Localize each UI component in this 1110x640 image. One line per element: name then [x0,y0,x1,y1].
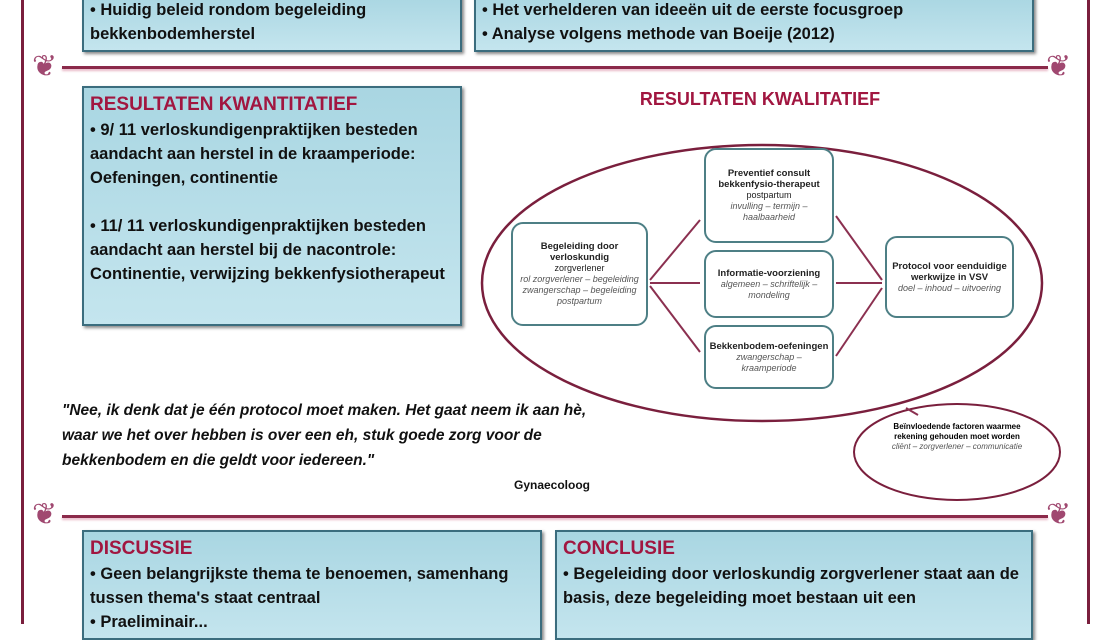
poster-border-left [21,0,24,624]
node-title: Protocol voor eenduidige werkwijze in VS… [892,260,1007,283]
kwantitatief-item: • 11/ 11 verloskundigenpraktijken bested… [90,217,445,283]
kwantitatief-title: RESULTATEN KWANTITATIEF [90,94,358,115]
node-protocol: Protocol voor eenduidige werkwijze in VS… [885,236,1014,318]
node-consult: Preventief consult bekkenfysio-therapeut… [704,148,834,243]
node-begeleiding: Begeleiding door verloskundig zorgverlen… [511,222,648,326]
conclusie-box: CONCLUSIE • Begeleiding door verloskundi… [555,530,1033,640]
arrows [649,215,919,416]
node-detail: algemeen – schriftelijk – mondeling [720,278,818,300]
poster-border-right [1087,0,1090,624]
ornament-icon: ❦ [32,49,58,84]
quote-text: "Nee, ik denk dat je één protocol moet m… [62,402,587,469]
node-title: Beïnvloedende factoren waarmee rekening … [893,422,1021,441]
divider [62,66,1048,69]
top-left-box: • Huidig beleid rondom begeleiding bekke… [82,0,462,52]
node-detail: invulling – termijn – haalbaarheid [730,201,808,222]
ornament-icon: ❦ [1046,497,1072,532]
node-sub: postpartum [746,190,792,200]
node-title: Informatie-voorziening [717,267,821,279]
top-right-box: • Het verhelderen van ideeën uit de eers… [474,0,1034,52]
quote-author: Gynaecoloog [513,478,590,492]
top-right-item: • Het verhelderen van ideeën uit de eers… [482,1,904,19]
factors-ellipse [853,403,1061,501]
kwantitatief-box: RESULTATEN KWANTITATIEF • 9/ 11 verlosku… [82,86,462,326]
top-left-item: • Huidig beleid rondom begeleiding bekke… [90,1,367,43]
discussie-box: DISCUSSIE • Geen belangrijkste thema te … [82,530,542,640]
conclusie-item: • Begeleiding door verloskundig zorgverl… [563,565,1019,607]
kwalitatief-title: RESULTATEN KWALITATIEF [639,89,881,109]
discussie-item: • Praeliminair... [90,613,208,631]
ornament-icon: ❦ [1046,49,1072,84]
discussie-item: • Geen belangrijkste thema te benoemen, … [90,565,509,607]
node-detail: zwangerschap – kraamperiode [736,351,802,373]
ornament-icon: ❦ [32,497,58,532]
quote: "Nee, ik denk dat je één protocol moet m… [62,398,592,498]
divider [62,515,1048,518]
node-informatie: Informatie-voorziening algemeen – schrif… [704,250,834,318]
node-title: Begeleiding door verloskundig [540,241,619,263]
node-title: Preventief consult bekkenfysio-therapeut [718,168,820,190]
node-oefeningen: Bekkenbodem-oefeningen zwangerschap – kr… [704,325,834,389]
node-detail: cliënt – zorgverlener – communicatie [891,442,1023,451]
node-factoren: Beïnvloedende factoren waarmee rekening … [885,422,1029,452]
discussie-title: DISCUSSIE [90,538,193,559]
node-detail: rol zorgverlener – begeleiding zwangersc… [520,274,639,306]
kwantitatief-item: • 9/ 11 verloskundigenpraktijken bestede… [90,121,418,187]
node-title: Bekkenbodem-oefeningen [709,340,829,352]
node-detail: doel – inhoud – uitvoering [897,282,1002,293]
top-right-item: • Analyse volgens methode van Boeije (20… [482,25,835,43]
conclusie-title: CONCLUSIE [563,538,675,559]
diagram-lines [480,143,1061,501]
main-ellipse [480,143,1044,423]
node-sub: zorgverlener [554,263,605,273]
